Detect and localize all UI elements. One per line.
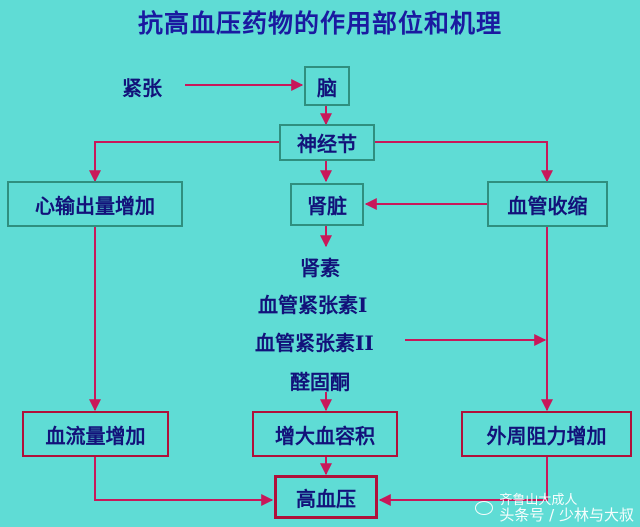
toutiao-logo-icon <box>475 501 494 515</box>
node-ganglion: 神经节 <box>279 124 375 161</box>
node-kidney: 肾脏 <box>290 183 364 226</box>
node-blood-volume: 增大血容积 <box>252 411 398 457</box>
watermark-line1: 头条号 / 少林与大叔 <box>499 506 634 524</box>
node-renin: 肾素 <box>300 256 340 280</box>
arrow-ganglion-vaso <box>375 141 553 183</box>
node-blood-flow: 血流量增加 <box>22 411 169 457</box>
watermark: 齐鲁山大成人 头条号 / 少林与大叔 <box>475 493 634 523</box>
node-vasoconstriction: 血管收缩 <box>487 181 608 227</box>
arrow-ganglion-cardiac <box>89 141 279 183</box>
diagram-title: 抗高血压药物的作用部位和机理 <box>137 9 502 38</box>
node-angiotensin-1: 血管紧张素I <box>258 293 368 317</box>
node-cardiac-output: 心输出量增加 <box>7 181 183 227</box>
node-brain: 脑 <box>304 66 350 106</box>
node-hypertension: 高血压 <box>274 475 378 519</box>
node-angiotensin-2: 血管紧张素II <box>255 331 374 355</box>
arrow-flow-hyper <box>94 456 274 506</box>
node-aldosterone: 醛固酮 <box>290 370 350 394</box>
arrow-peripheral-hyper <box>378 456 548 506</box>
node-tension: 紧张 <box>122 76 162 100</box>
node-peripheral-resistance: 外周阻力增加 <box>461 411 632 457</box>
watermark-line2: 齐鲁山大成人 <box>499 493 578 508</box>
